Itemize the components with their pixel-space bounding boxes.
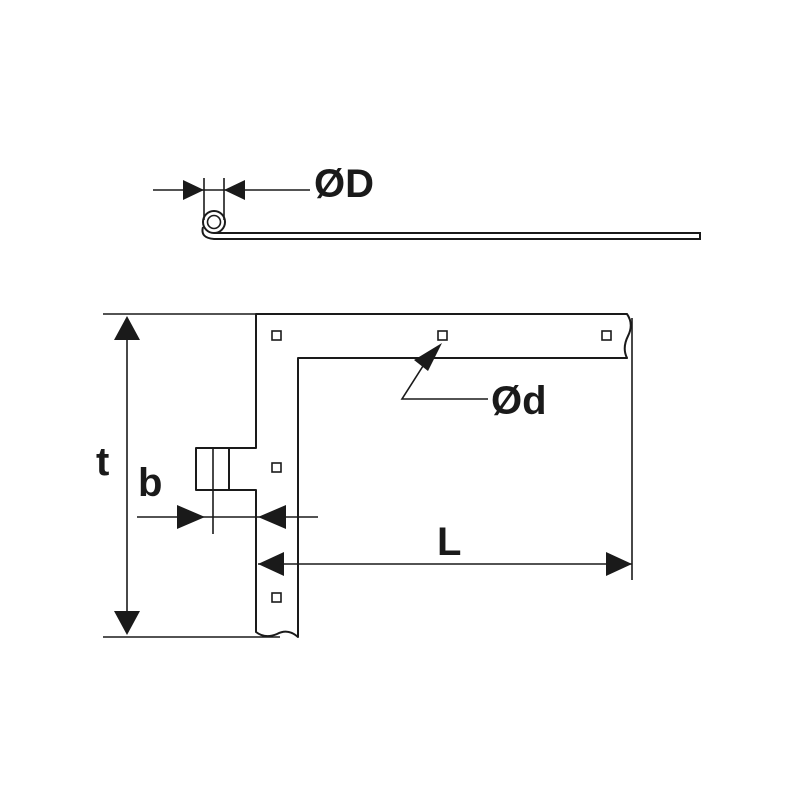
- screw-hole: [271, 592, 282, 603]
- screw-hole: [271, 330, 282, 341]
- front-view: t b L Ød: [96, 313, 633, 638]
- dimension-hole-diameter: Ød: [400, 343, 547, 423]
- arrowhead-right: [258, 505, 286, 529]
- arrowhead-left: [258, 552, 284, 576]
- thickness-label: t: [96, 440, 109, 484]
- hinge-eye: [202, 210, 226, 234]
- hole-diameter-label: Ød: [491, 379, 547, 423]
- screw-hole: [271, 462, 282, 473]
- arrowhead-top: [114, 316, 140, 340]
- strap-plate-side: [201, 226, 701, 240]
- dimension-length: L: [258, 318, 633, 580]
- arrowhead-left: [177, 505, 205, 529]
- side-view: ØD: [153, 162, 701, 240]
- hinge-plate: [228, 313, 632, 638]
- leader-line: [400, 354, 488, 400]
- dimension-thickness: t: [96, 313, 280, 638]
- width-label: b: [138, 461, 162, 505]
- dimension-outer-diameter: ØD: [153, 162, 374, 220]
- screw-hole: [437, 330, 448, 341]
- length-label: L: [437, 520, 461, 564]
- arrowhead-right: [224, 180, 245, 200]
- hinge-eye-inner: [206, 214, 222, 230]
- outer-diameter-label: ØD: [314, 162, 374, 206]
- arrowhead-right: [606, 552, 632, 576]
- arrowhead-left: [183, 180, 204, 200]
- screw-hole: [601, 330, 612, 341]
- dimension-width: b: [137, 461, 318, 529]
- leader-arrowhead: [414, 343, 442, 371]
- arrowhead-bottom: [114, 611, 140, 635]
